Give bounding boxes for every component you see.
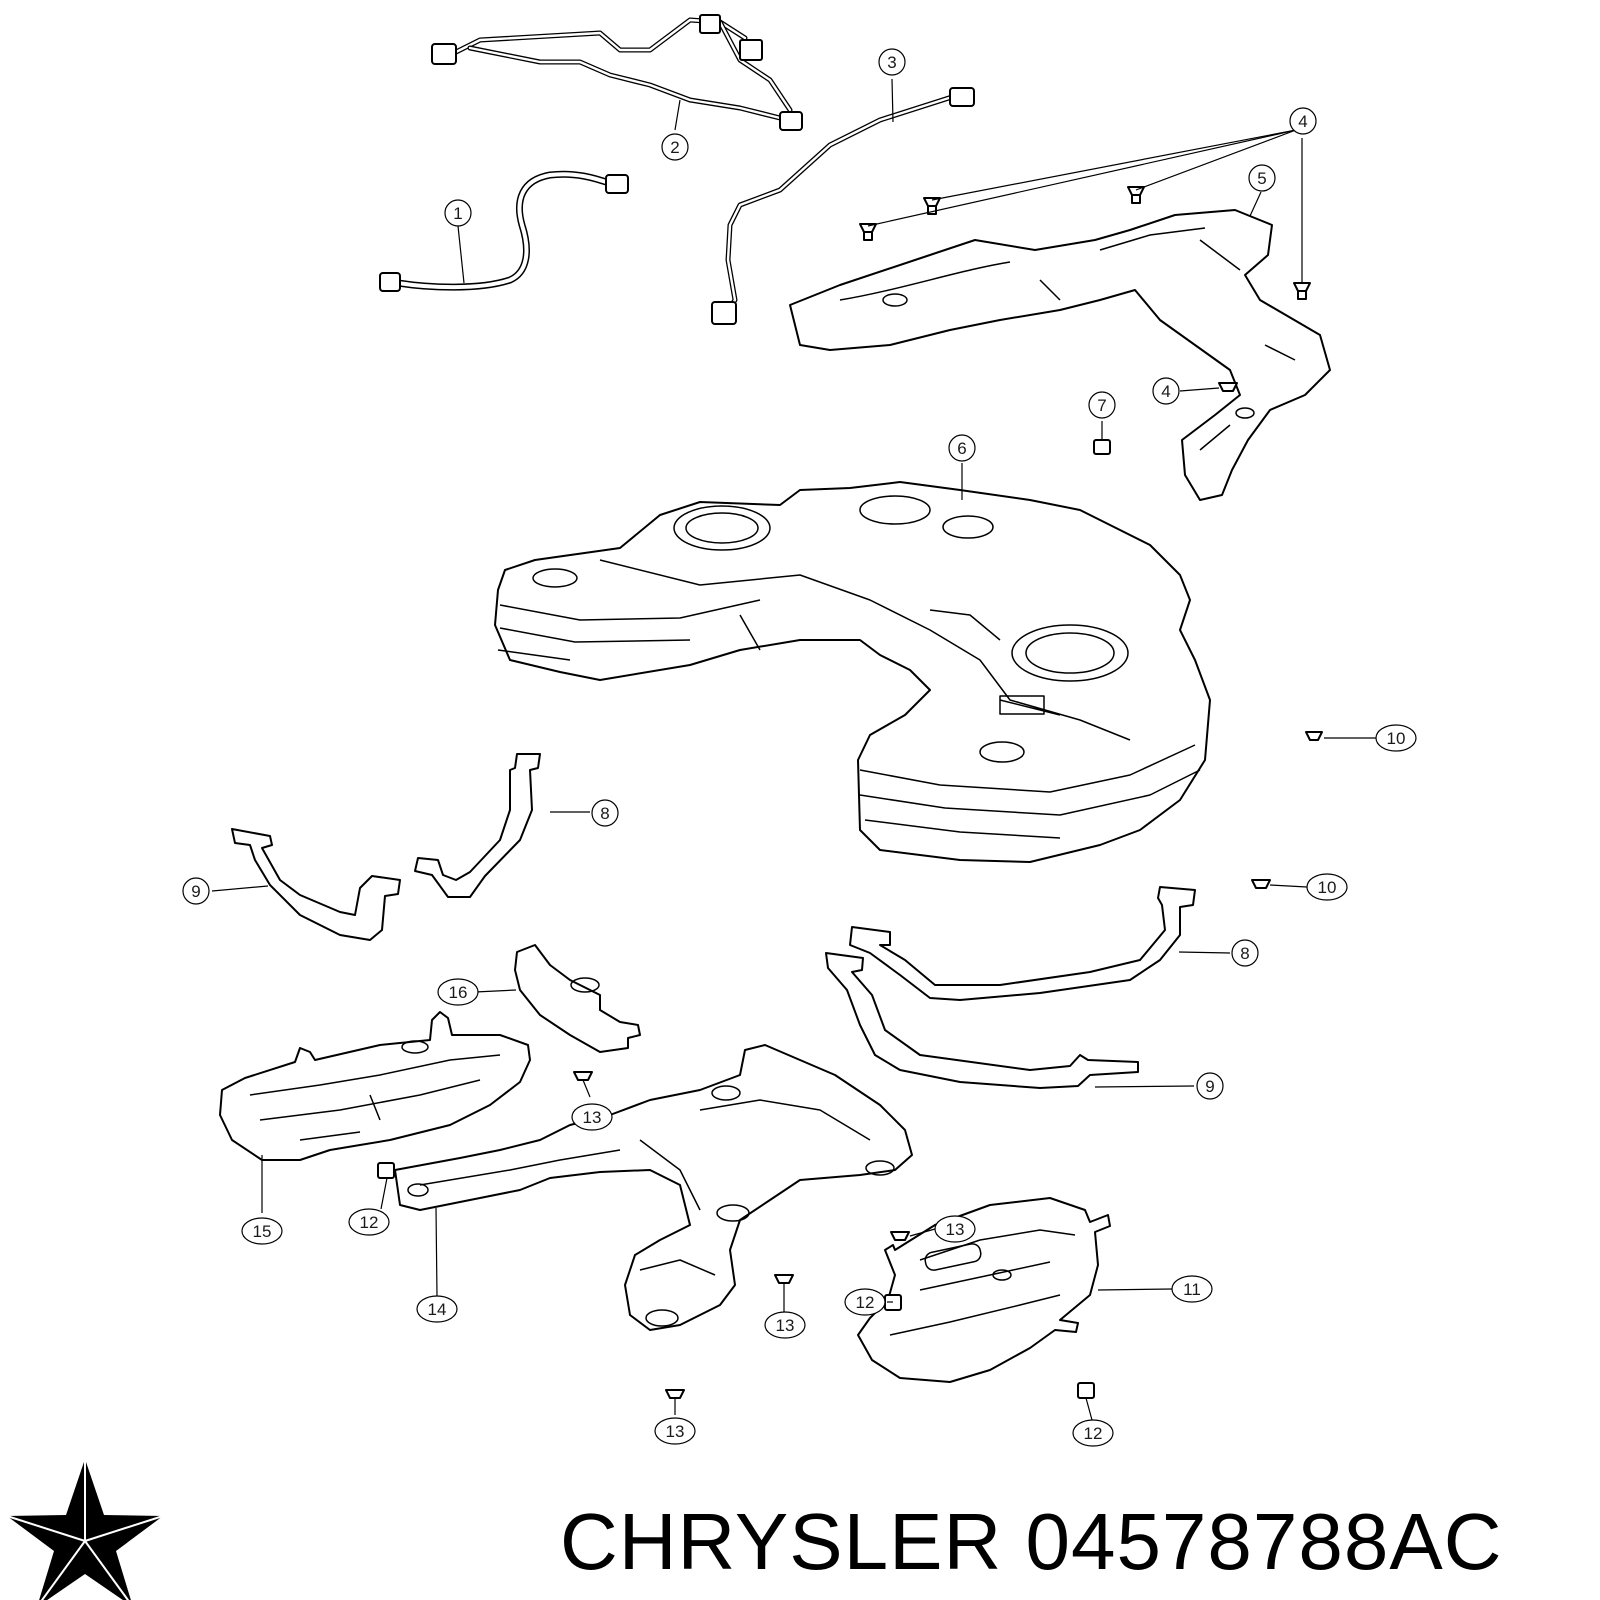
callout-label: 6 bbox=[957, 439, 966, 458]
fasteners bbox=[377, 186, 1323, 1399]
fastener-4e-icon bbox=[1218, 382, 1238, 392]
fastener-4b-icon bbox=[923, 197, 941, 215]
fastener-13c-icon bbox=[774, 1274, 794, 1284]
part-strap-8-upper bbox=[414, 753, 541, 898]
callout-label: 13 bbox=[666, 1422, 685, 1441]
callout-label: 1 bbox=[453, 204, 462, 223]
callout-label: 12 bbox=[1084, 1424, 1103, 1443]
callout-6: 6 bbox=[948, 434, 976, 462]
callout-1: 1 bbox=[444, 199, 472, 227]
callout-label: 12 bbox=[856, 1293, 875, 1312]
callout-label: 13 bbox=[583, 1108, 602, 1127]
callout-label: 10 bbox=[1318, 878, 1337, 897]
callout-label: 14 bbox=[428, 1300, 447, 1319]
callout-13b: 13 bbox=[934, 1215, 976, 1243]
callout-label: 11 bbox=[1183, 1280, 1201, 1299]
callout-2: 2 bbox=[661, 133, 689, 161]
callout-label: 8 bbox=[1240, 944, 1249, 963]
part-heat-shield-small bbox=[514, 944, 641, 1053]
part-crossmember bbox=[789, 209, 1331, 501]
callout-label: 12 bbox=[360, 1213, 379, 1232]
callout-label: 13 bbox=[776, 1316, 795, 1335]
fastener-13a-icon bbox=[573, 1071, 593, 1081]
callout-label: 13 bbox=[946, 1220, 965, 1239]
fastener-7-icon bbox=[1093, 439, 1111, 455]
callout-label: 3 bbox=[887, 53, 896, 72]
brand-name: CHRYSLER bbox=[560, 1497, 1003, 1586]
callout-12b: 12 bbox=[844, 1288, 886, 1316]
part-skid-plate-right bbox=[857, 1197, 1111, 1383]
callout-label: 9 bbox=[1205, 1077, 1214, 1096]
callout-13d: 13 bbox=[654, 1417, 696, 1445]
callout-9a: 9 bbox=[182, 877, 210, 905]
part-fuel-hose bbox=[379, 170, 629, 292]
part-wiring-harness bbox=[431, 14, 803, 131]
callout-label: 15 bbox=[253, 1222, 272, 1241]
callout-13c: 13 bbox=[764, 1311, 806, 1339]
callout-13a: 13 bbox=[571, 1103, 613, 1131]
part-strap-8-lower bbox=[849, 886, 1196, 1001]
part-number: 04578788AC bbox=[1025, 1497, 1503, 1586]
callout-label: 7 bbox=[1097, 396, 1106, 415]
part-fuel-tank bbox=[494, 481, 1211, 863]
callout-12c: 12 bbox=[1072, 1419, 1114, 1447]
callout-4a: 4 bbox=[1289, 107, 1317, 135]
callout-8b: 8 bbox=[1231, 939, 1259, 967]
fastener-12a-icon bbox=[377, 1162, 395, 1179]
callout-9b: 9 bbox=[1196, 1072, 1224, 1100]
fastener-10a-icon bbox=[1305, 731, 1323, 741]
callout-7: 7 bbox=[1088, 391, 1116, 419]
callout-label: 10 bbox=[1387, 729, 1406, 748]
callout-label: 4 bbox=[1298, 112, 1307, 131]
callout-12a: 12 bbox=[348, 1208, 390, 1236]
fastener-12c-icon bbox=[1077, 1382, 1095, 1399]
callout-10b: 10 bbox=[1306, 873, 1348, 901]
fastener-10b-icon bbox=[1251, 879, 1271, 889]
part-vent-line bbox=[711, 87, 975, 325]
brand-part-number-caption: CHRYSLER 04578788AC bbox=[560, 1502, 1503, 1582]
fastener-4d-icon bbox=[1293, 282, 1311, 300]
fastener-13b-icon bbox=[890, 1231, 910, 1241]
callout-10a: 10 bbox=[1375, 724, 1417, 752]
callout-label: 8 bbox=[600, 804, 609, 823]
callout-label: 5 bbox=[1257, 169, 1266, 188]
part-strap-9-lower bbox=[825, 952, 1139, 1089]
callout-16: 16 bbox=[437, 978, 479, 1006]
fastener-4a-icon bbox=[859, 223, 877, 241]
callout-4b: 4 bbox=[1152, 377, 1180, 405]
fastener-13d-icon bbox=[665, 1389, 685, 1399]
pentastar-icon bbox=[6, 1459, 164, 1600]
callout-5: 5 bbox=[1248, 164, 1276, 192]
callout-14: 14 bbox=[416, 1295, 458, 1323]
callout-label: 2 bbox=[670, 138, 679, 157]
part-strap-9-upper bbox=[231, 828, 401, 941]
part-rear-shield bbox=[394, 1044, 913, 1331]
callout-15: 15 bbox=[241, 1217, 283, 1245]
callout-label: 16 bbox=[449, 983, 468, 1002]
callout-8a: 8 bbox=[591, 799, 619, 827]
callout-3: 3 bbox=[878, 48, 906, 76]
part-skid-plate-left bbox=[219, 1011, 531, 1161]
callout-11: 11 bbox=[1171, 1275, 1213, 1303]
leader-lines bbox=[211, 78, 1376, 1421]
callout-label: 9 bbox=[191, 882, 200, 901]
callout-label: 4 bbox=[1161, 382, 1170, 401]
